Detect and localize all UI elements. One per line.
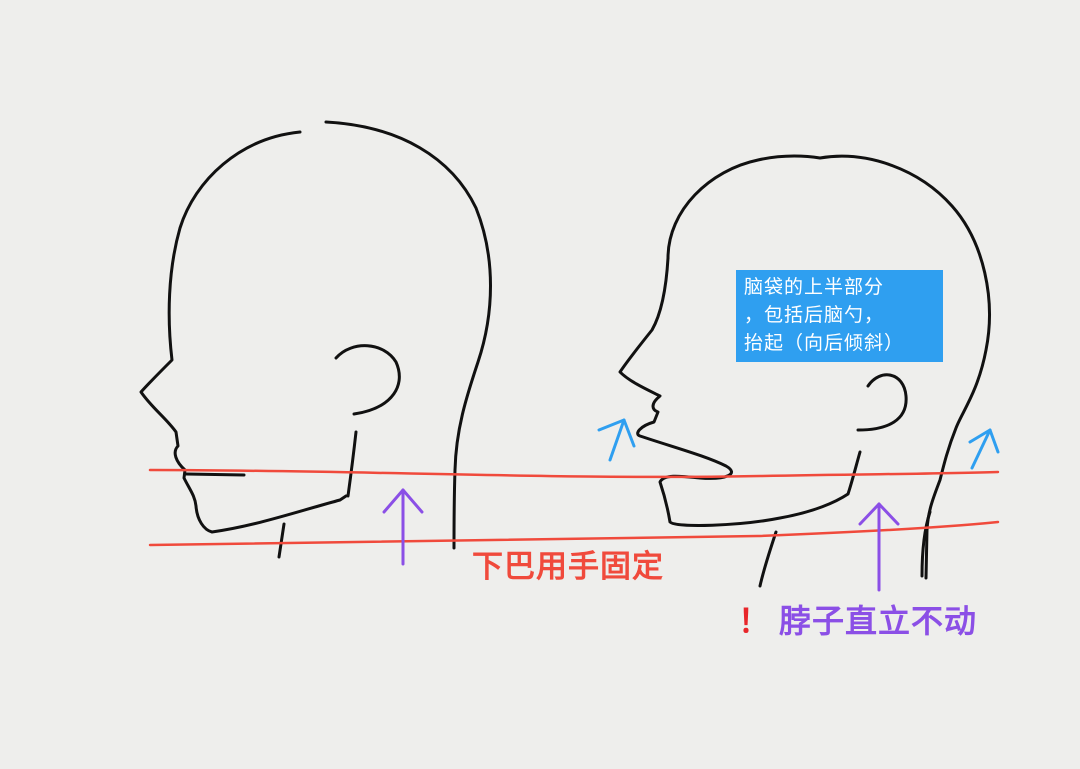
callout-line-1: 脑袋的上半部分 <box>744 276 885 298</box>
tilt-arrows <box>597 418 1000 470</box>
chin-fixed-label: 下巴用手固定 <box>472 549 664 585</box>
callout-head-tilt: 脑袋的上半部分 ，包括后脑勺， 抬起（向后倾斜） <box>736 270 943 362</box>
warning-mark: ！ <box>738 602 772 640</box>
neck-still-label: 脖子直立不动 <box>779 602 978 640</box>
tilt-arrow-back <box>968 428 1000 470</box>
head-neutral-ear <box>334 344 401 416</box>
head-tilted-ear <box>856 373 908 432</box>
head-neutral-back-of-head <box>324 120 492 550</box>
head-neutral-front-neck <box>346 430 358 498</box>
head-tilted-skull-outline <box>666 154 991 580</box>
callout-line-3: 抬起（向后倾斜） <box>744 332 905 354</box>
guide-line-lower <box>148 520 1000 547</box>
head-tilted-back-neck <box>920 510 932 578</box>
head-neutral <box>139 120 492 559</box>
callout-line-2: ，包括后脑勺， <box>744 304 885 326</box>
arrow-up-left <box>382 488 424 566</box>
guide-line-upper <box>148 468 1000 479</box>
purple-arrows <box>382 488 900 592</box>
head-tilted-face <box>618 256 862 527</box>
head-neutral-skull-outline <box>139 130 348 534</box>
head-neutral-lip-line <box>184 472 246 477</box>
tilt-arrow-front <box>597 418 636 462</box>
neck-still-label-group: ！脖子直立不动 <box>738 596 977 642</box>
head-tilted-front-neck-short <box>758 530 778 588</box>
head-neutral-neck-stub <box>277 522 286 559</box>
head-tilted <box>618 154 991 588</box>
arrow-up-right <box>858 502 900 592</box>
guide-lines <box>148 468 1000 547</box>
